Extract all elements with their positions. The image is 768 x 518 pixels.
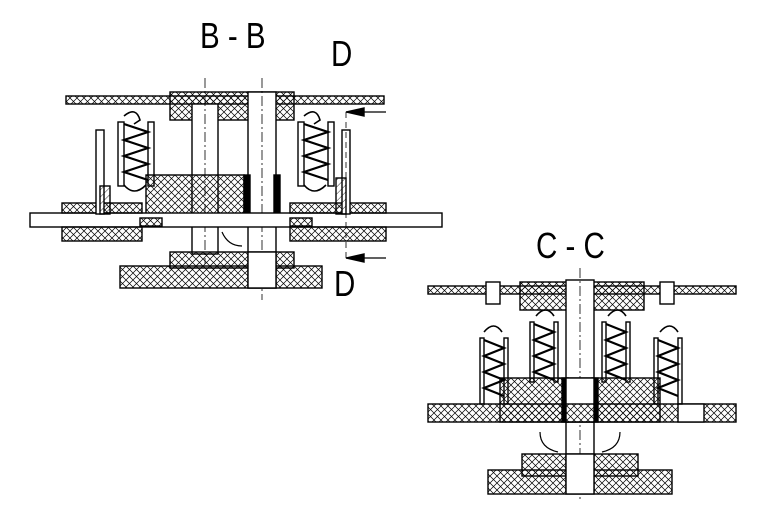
bb-bottom-base <box>119 265 323 289</box>
bb-spring-left <box>117 111 155 192</box>
bb-horizontal-bar <box>29 212 443 228</box>
bb-mid-block <box>145 174 245 220</box>
section-cc <box>427 268 737 500</box>
section-bb-marker-bottom: D <box>334 263 356 304</box>
cc-springs <box>479 281 683 405</box>
section-bb <box>29 78 443 300</box>
cc-horizontal-bar <box>427 403 737 423</box>
section-cc-title: C - C <box>536 225 605 266</box>
section-bb-title: B - B <box>200 15 266 56</box>
section-bb-marker-top: D <box>331 33 353 74</box>
bb-spring-right <box>297 111 335 192</box>
